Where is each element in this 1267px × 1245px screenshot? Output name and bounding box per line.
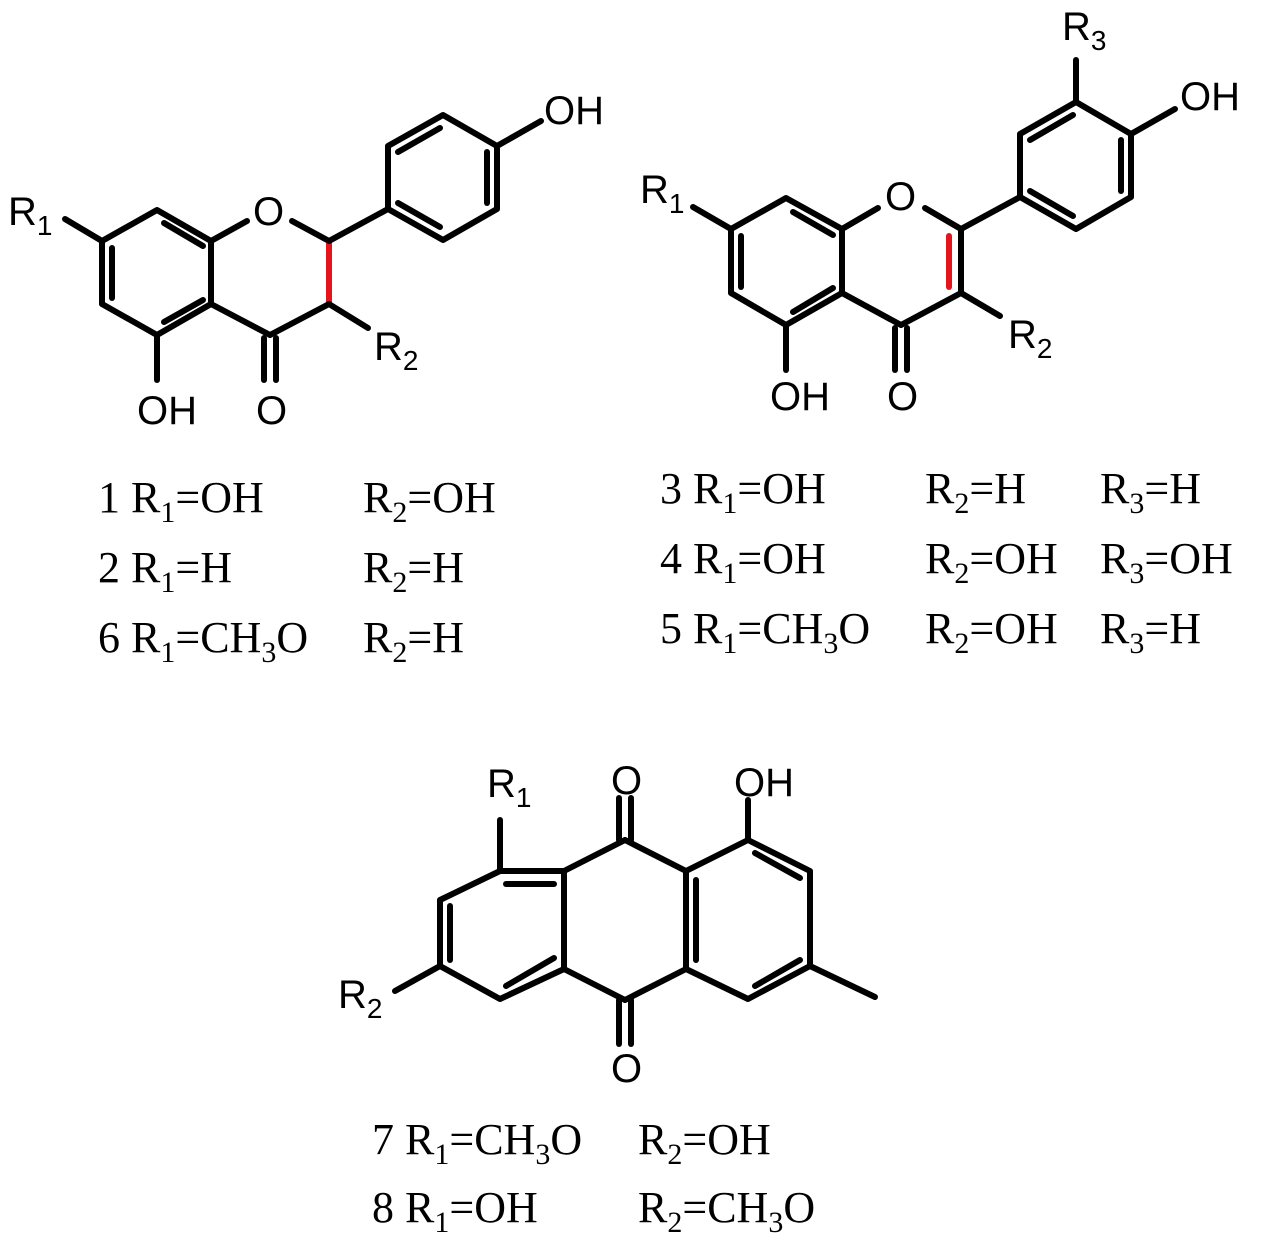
hydroxyl-label: OH xyxy=(770,375,830,419)
r2-label: R2 xyxy=(374,325,418,376)
ring-oxygen-label: O xyxy=(253,190,284,234)
r1-label: R1 xyxy=(487,762,531,813)
compound-caption-3: 3 R1=OH R2=H R3=H xyxy=(660,464,1201,520)
svg-text:7 R1=CH3O: 7 R1=CH3O xyxy=(372,1115,582,1171)
svg-text:4 R1=OH: 4 R1=OH xyxy=(660,534,826,590)
svg-text:R2=H: R2=H xyxy=(363,543,464,599)
svg-text:R2=OH: R2=OH xyxy=(363,473,496,529)
svg-text:R2=H: R2=H xyxy=(925,464,1026,520)
svg-text:R2=OH: R2=OH xyxy=(638,1115,771,1171)
svg-text:R3=OH: R3=OH xyxy=(1100,534,1233,590)
r2-label: R2 xyxy=(338,973,382,1024)
svg-text:2 R1=H: 2 R1=H xyxy=(98,543,232,599)
svg-text:6 R1=CH3O: 6 R1=CH3O xyxy=(98,613,308,669)
svg-text:R2=H: R2=H xyxy=(363,613,464,669)
carbonyl-oxygen-label: O xyxy=(611,759,642,803)
carbonyl-oxygen-label: O xyxy=(887,375,918,419)
svg-text:R2=CH3O: R2=CH3O xyxy=(638,1183,815,1239)
compound-caption-2: 2 R1=H R2=H xyxy=(98,543,464,599)
hydroxyl-label: OH xyxy=(137,389,197,433)
svg-text:1 R1=OH: 1 R1=OH xyxy=(98,473,264,529)
flavone-structure: R1 O R3 OH OH O R2 xyxy=(640,5,1240,419)
compound-caption-6: 6 R1=CH3O R2=H xyxy=(98,613,464,669)
svg-text:3 R1=OH: 3 R1=OH xyxy=(660,464,826,520)
svg-text:R3=H: R3=H xyxy=(1100,604,1201,660)
anthraquinone-structure: R1 O OH R2 O xyxy=(338,759,878,1091)
svg-text:8 R1=OH: 8 R1=OH xyxy=(372,1183,538,1239)
compound-caption-7: 7 R1=CH3O R2=OH xyxy=(372,1115,771,1171)
svg-text:R2=OH: R2=OH xyxy=(925,604,1058,660)
hydroxyl-label: OH xyxy=(734,761,794,805)
compound-caption-5: 5 R1=CH3O R2=OH R3=H xyxy=(660,604,1201,660)
carbonyl-oxygen-label: O xyxy=(256,389,287,433)
compound-caption-1: 1 R1=OH R2=OH xyxy=(98,473,496,529)
svg-text:R2=OH: R2=OH xyxy=(925,534,1058,590)
r3-label: R3 xyxy=(1062,5,1106,56)
ring-oxygen-label: O xyxy=(885,175,916,219)
hydroxyl-label: OH xyxy=(544,89,604,133)
hydroxyl-label: OH xyxy=(1180,75,1240,119)
r1-label: R1 xyxy=(640,168,684,219)
r2-label: R2 xyxy=(1008,313,1052,364)
svg-text:5 R1=CH3O: 5 R1=CH3O xyxy=(660,604,870,660)
compound-caption-8: 8 R1=OH R2=CH3O xyxy=(372,1183,815,1239)
svg-text:R3=H: R3=H xyxy=(1100,464,1201,520)
flavanone-structure: R1 O OH OH O R2 xyxy=(8,89,604,433)
r1-label: R1 xyxy=(8,190,52,241)
compound-caption-4: 4 R1=OH R2=OH R3=OH xyxy=(660,534,1233,590)
carbonyl-oxygen-label: O xyxy=(611,1047,642,1091)
